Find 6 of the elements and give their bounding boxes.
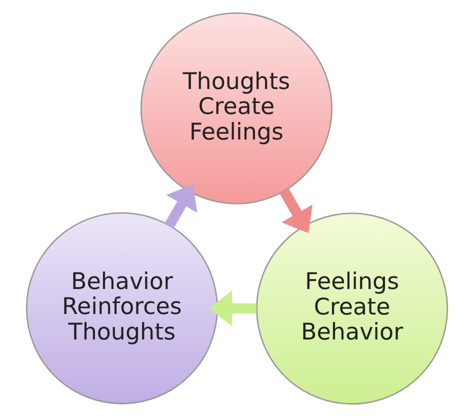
node-circle: Thoughts Create Feelings [140, 12, 332, 204]
node-circle: Behavior Reinforces Thoughts [26, 212, 218, 404]
arrow [280, 188, 313, 234]
arrow [209, 290, 256, 326]
arrow [164, 184, 198, 228]
node-circle: Feelings Create Behavior [256, 212, 448, 405]
